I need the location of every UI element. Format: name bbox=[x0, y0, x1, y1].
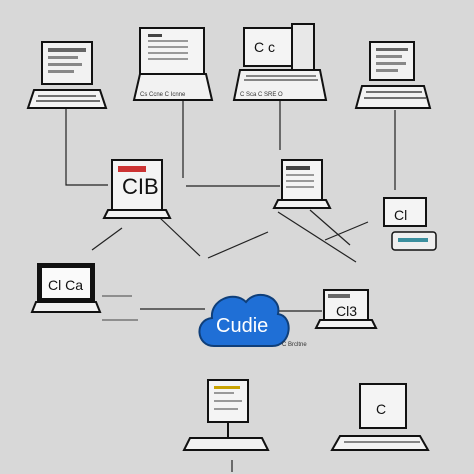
laptop-cib-label: CIB bbox=[122, 174, 159, 199]
connector-desktop-diag-2 bbox=[309, 209, 351, 246]
caption-top-center: Cs Ccne C Icnne bbox=[140, 92, 186, 98]
laptop-cl3-label: Cl3 bbox=[336, 303, 357, 319]
laptop-bottom-right: C bbox=[330, 383, 430, 451]
desktop-list bbox=[272, 159, 332, 209]
monitor-bottom-center bbox=[182, 379, 270, 451]
desktop-top-far-right bbox=[354, 41, 432, 109]
laptop-top-right: C c C Sca C SRE O bbox=[232, 23, 328, 101]
caption-cloud: C Brcltne bbox=[282, 342, 307, 348]
connector-cloud-to-desktop bbox=[207, 231, 269, 259]
connector-topleft-to-cib bbox=[65, 108, 108, 186]
desktop-top-left bbox=[26, 41, 108, 109]
cloud-label: Cudie bbox=[216, 315, 268, 337]
cloud: Cudie bbox=[198, 293, 290, 347]
laptop-top-center: Cs Ccne C Icnne bbox=[132, 27, 214, 101]
laptop-cl-right-label: Cl bbox=[394, 207, 407, 223]
laptop-cl3: Cl3 bbox=[314, 289, 378, 329]
laptop-left-label: Cl Ca bbox=[48, 277, 83, 293]
connector-to-cl bbox=[324, 221, 369, 241]
connectors bbox=[65, 100, 396, 472]
laptop-cib: CIB bbox=[102, 159, 172, 219]
laptop-left: Cl Ca bbox=[30, 263, 138, 321]
connector-desktop-diag-1 bbox=[277, 211, 357, 263]
connector-cib-to-cloud bbox=[159, 217, 201, 257]
laptop-top-right-label: C c bbox=[254, 39, 275, 55]
connector-left-diagonal bbox=[91, 227, 123, 251]
laptop-cl-right: Cl bbox=[383, 197, 437, 251]
laptop-bottom-right-label: C bbox=[376, 401, 386, 417]
caption-top-center-right: C Sca C SRE O bbox=[240, 92, 283, 98]
